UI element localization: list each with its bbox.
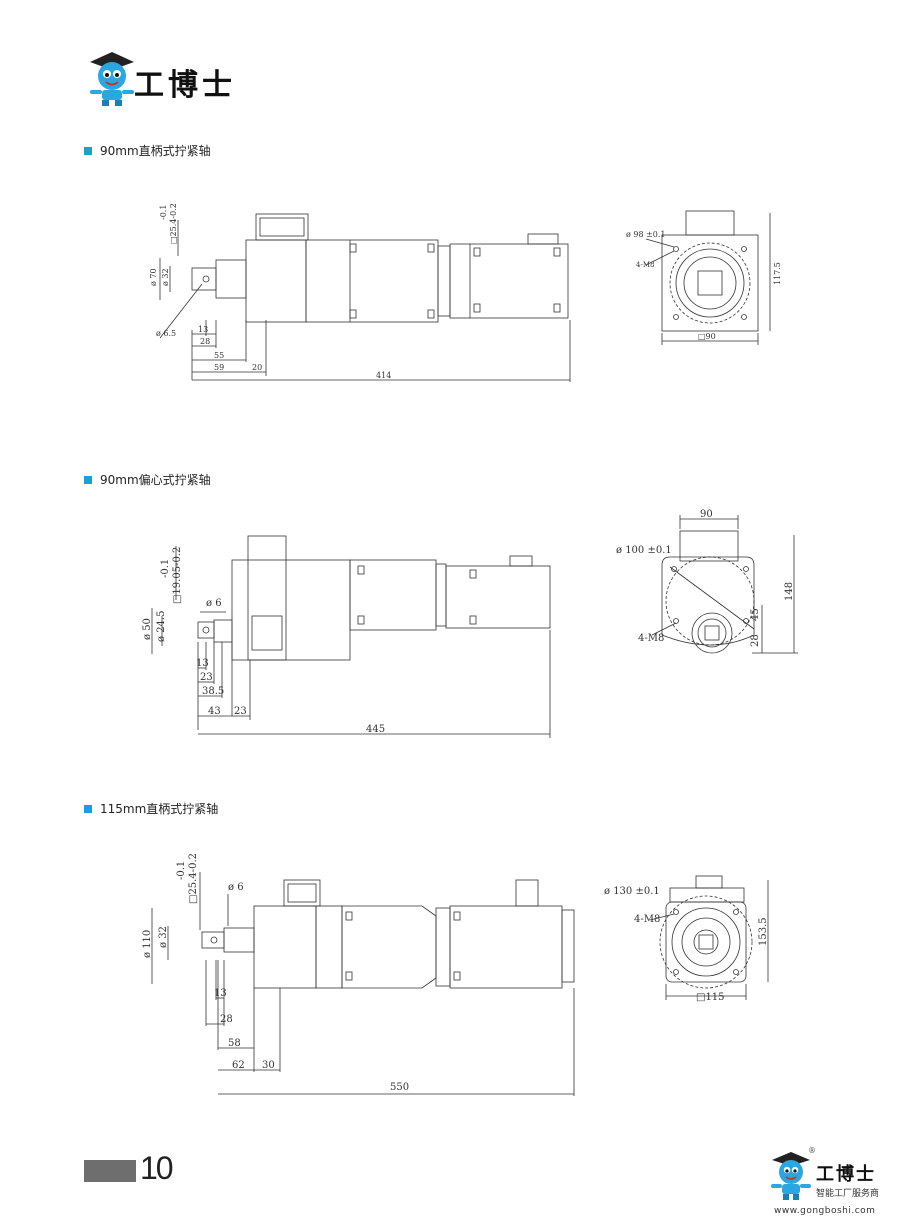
dim-label: 4-M8 bbox=[634, 914, 660, 925]
dim-label: □19.05-0.2 bbox=[172, 547, 183, 604]
dim-label: 23 bbox=[234, 706, 247, 717]
dim-label: 153.5 bbox=[758, 917, 769, 946]
dim-label: ø 50 bbox=[142, 618, 153, 640]
brand-logo-mascot bbox=[90, 52, 134, 106]
bullet-square-icon bbox=[84, 804, 92, 813]
dim-label: 58 bbox=[228, 1038, 241, 1049]
dim-label: 20 bbox=[252, 363, 262, 372]
dim-label: □25.4-0.2 bbox=[188, 853, 199, 904]
footer-brand-name: 工博士 bbox=[816, 1164, 876, 1185]
footer-url: www.gongboshi.com bbox=[774, 1206, 876, 1216]
dim-label: 117.5 bbox=[773, 262, 782, 285]
dim-label: ø 100 ±0.1 bbox=[616, 545, 672, 556]
dim-label: 28 bbox=[220, 1014, 233, 1025]
dim-label: ø 6 bbox=[228, 882, 244, 893]
dim-label: 59 bbox=[214, 363, 224, 372]
dim-label: ø 130 ±0.1 bbox=[604, 886, 660, 897]
bullet-square-icon bbox=[84, 475, 92, 484]
dim-label: 62 bbox=[232, 1060, 245, 1071]
side-view-drawing-1: -0.1 □25.4-0.2 ø 70 ø 32 ø 6.5 13 28 55 … bbox=[149, 203, 571, 382]
dim-label: ø 32 bbox=[158, 926, 169, 948]
page-number-bar bbox=[84, 1160, 136, 1182]
dim-label: □25.4-0.2 bbox=[169, 203, 178, 244]
dim-label: ø 98 ±0.1 bbox=[626, 230, 666, 239]
dim-label: 445 bbox=[366, 724, 385, 735]
dim-label: 13 bbox=[198, 325, 208, 334]
dim-label: -0.1 bbox=[159, 205, 168, 220]
dim-label: □115 bbox=[696, 992, 725, 1003]
end-view-drawing-3: ø 130 ±0.1 4-M8 153.5 □115 bbox=[604, 875, 769, 1003]
dim-label: 13 bbox=[214, 988, 227, 999]
section-title: 90mm直柄式拧紧轴 bbox=[84, 142, 211, 159]
dim-label: ø 24.5 bbox=[156, 611, 167, 642]
dim-label: 148 bbox=[784, 582, 795, 601]
end-view-drawing-1: ø 98 ±0.1 4-M8 117.5 □90 bbox=[626, 210, 782, 345]
side-view-drawing-3: -0.1 □25.4-0.2 ø 6 ø 110 ø 32 13 28 58 6… bbox=[142, 853, 575, 1096]
dim-label: 43 bbox=[208, 706, 221, 717]
brand-name: 工博士 bbox=[134, 68, 236, 103]
end-view-drawing-2: 90 ø 100 ±0.1 4-M8 148 45 28 bbox=[616, 509, 798, 654]
footer-slogan: 智能工厂服务商 bbox=[816, 1189, 880, 1199]
dim-label: 45 bbox=[750, 608, 761, 621]
side-view-drawing-2: -0.1 □19.05-0.2 ø 6 ø 50 ø 24.5 13 23 38… bbox=[142, 535, 551, 738]
dim-label: 414 bbox=[376, 371, 391, 380]
section-title: 90mm偏心式拧紧轴 bbox=[84, 471, 211, 488]
dim-label: 90 bbox=[700, 509, 713, 520]
dim-label: -0.1 bbox=[160, 559, 171, 578]
dim-label: 4-M8 bbox=[636, 261, 654, 269]
registered-mark: ® bbox=[808, 1146, 816, 1155]
dim-label: -0.1 bbox=[176, 861, 187, 880]
dim-label: 55 bbox=[214, 351, 224, 360]
dim-label: □90 bbox=[698, 332, 716, 341]
dim-label: 30 bbox=[262, 1060, 275, 1071]
dim-label: ø 6 bbox=[206, 598, 222, 609]
dim-label: 28 bbox=[200, 337, 210, 346]
dim-label: 550 bbox=[390, 1082, 409, 1093]
dim-label: ø 110 bbox=[142, 930, 153, 958]
dim-label: 4-M8 bbox=[638, 633, 664, 644]
dim-label: ø 32 bbox=[161, 268, 170, 286]
page-number: 10 bbox=[140, 1150, 174, 1186]
dim-label: ø 70 bbox=[149, 268, 158, 286]
dim-label: 23 bbox=[200, 672, 213, 683]
section-title: 115mm直柄式拧紧轴 bbox=[84, 800, 218, 817]
dim-label: 13 bbox=[196, 658, 209, 669]
dim-label: ø 6.5 bbox=[156, 329, 176, 338]
footer-mascot-logo bbox=[771, 1152, 811, 1200]
dim-label: 28 bbox=[750, 634, 761, 647]
bullet-square-icon bbox=[84, 146, 92, 155]
dim-label: 38.5 bbox=[202, 686, 224, 697]
